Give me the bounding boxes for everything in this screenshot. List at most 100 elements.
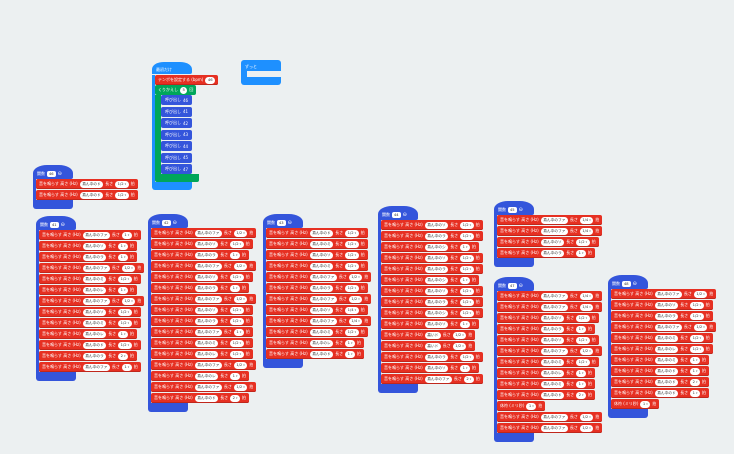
beat-dropdown[interactable]: 1/2▾ [452,331,467,339]
beat-dropdown[interactable]: 1/2▾ [576,358,590,366]
note-dropdown[interactable]: 真ん中のファ [424,375,452,383]
note-dropdown[interactable]: 真ん中のミ [654,334,679,342]
note-dropdown[interactable]: 真ん中のレ [654,345,679,353]
beat-dropdown[interactable]: 1▾ [690,389,701,397]
note-dropdown[interactable]: 真ん中のド [79,180,104,188]
note-dropdown[interactable]: 真ん中のソ [82,242,107,250]
note-dropdown[interactable]: 真ん中のミ [82,275,107,283]
tempo-input[interactable]: 46 [205,76,216,84]
note-dropdown[interactable]: 真ん中のド [309,350,334,358]
note-dropdown[interactable]: 真ん中のミ [654,356,679,364]
collapse-icon[interactable]: ⊖ [57,170,62,177]
beat-dropdown[interactable]: 1/2▾ [348,295,363,303]
note-dropdown[interactable]: 真ん中のラ [309,284,334,292]
forever-hat[interactable]: ずっと [241,60,281,71]
beat-dropdown[interactable]: 1/2▾ [345,328,359,336]
note-dropdown[interactable]: 真ん中のファ [540,216,568,224]
beat-dropdown[interactable]: 1/2▾ [345,229,359,237]
collapse-icon[interactable]: ⊖ [172,219,177,226]
note-dropdown[interactable]: 真ん中のラ [424,265,449,273]
beat-dropdown[interactable]: 1/2▾ [230,339,244,347]
rest-block[interactable]: 休符 (ミリ秒)1▾拍 [611,399,660,409]
note-dropdown[interactable]: 真ん中のラ [82,352,107,360]
beat-dropdown[interactable]: 1▾ [576,249,587,257]
beat-dropdown[interactable]: 1/2▾ [230,317,244,325]
beat-dropdown[interactable]: 1/2▾ [348,273,363,281]
function-name-field[interactable]: 41 [50,222,59,228]
beat-dropdown[interactable]: 1▾ [118,253,129,261]
function-name-field[interactable]: 46 [47,171,56,177]
note-dropdown[interactable]: 真ん中のラ [194,317,219,325]
note-dropdown[interactable]: 真ん中のレ [194,372,219,380]
beat-dropdown[interactable]: 1/4▾ [579,216,594,224]
note-dropdown[interactable]: 真ん中のミ [309,262,334,270]
note-dropdown[interactable]: 真ん中のソ [424,254,449,262]
beat-dropdown[interactable]: 1/2▾ [115,180,129,188]
note-dropdown[interactable]: 真ん中のド [82,341,107,349]
note-dropdown[interactable]: 真ん中のソ [424,221,449,229]
beat-dropdown[interactable]: 1/2▾ [233,361,248,369]
note-dropdown[interactable]: 真ん中のミ [540,358,565,366]
note-dropdown[interactable]: 真ん中のファ [82,297,110,305]
function-name-field[interactable]: 43 [277,220,286,226]
note-dropdown[interactable]: 真ん中のラ [424,298,449,306]
beat-dropdown[interactable]: 1/2▾ [579,424,594,432]
function-hat[interactable]: 関数 43 ⊖ [263,214,303,228]
beat-dropdown[interactable]: 1/2▾ [233,383,248,391]
function-name-field[interactable]: 42 [162,220,171,226]
note-dropdown[interactable]: 真ん中のファ [194,383,222,391]
beat-dropdown[interactable]: 1/2▾ [345,284,359,292]
beat-dropdown[interactable]: 1▾ [230,284,241,292]
note-dropdown[interactable]: 真ん中のソ [540,336,565,344]
beat-dropdown[interactable]: 1▾ [460,320,471,328]
note-dropdown[interactable]: 真ん中のソ [309,306,334,314]
function-name-field[interactable]: 48 [622,281,631,287]
note-dropdown[interactable]: 真ん中のド [194,394,219,402]
note-dropdown[interactable]: 真ん中のファ [194,262,222,270]
note-dropdown[interactable]: 真ん中のファ [540,413,568,421]
beat-dropdown[interactable]: 1▾ [460,243,471,251]
note-dropdown[interactable]: 真ん中のソ [424,287,449,295]
beat-dropdown[interactable]: 1▾ [118,330,129,338]
beat-dropdown[interactable]: 1/2▾ [460,298,474,306]
note-dropdown[interactable]: 真ん中のファ [654,323,682,331]
note-dropdown[interactable]: 真ん中のラ [194,251,219,259]
note-dropdown[interactable]: 真ん中のシ [424,243,449,251]
function-hat[interactable]: 関数 46 ⊖ [33,165,73,179]
collapse-icon[interactable]: ⊖ [402,211,407,218]
